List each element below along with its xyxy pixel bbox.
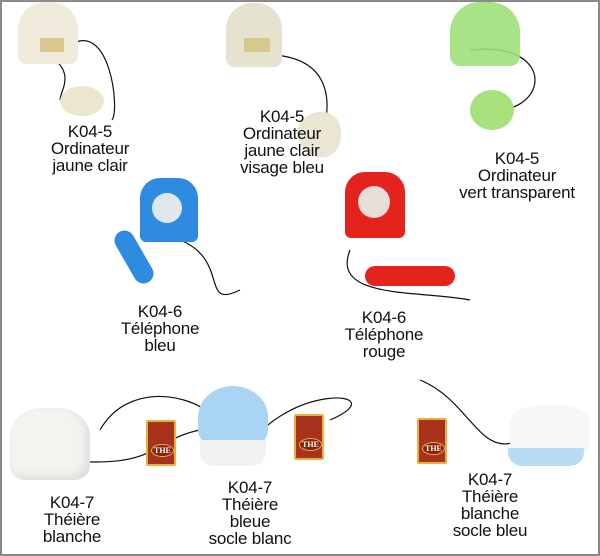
mouse-green-toy bbox=[470, 90, 514, 130]
teapot-blue-toy bbox=[198, 386, 268, 448]
telephone-dial bbox=[152, 193, 182, 223]
telephone-dial bbox=[358, 186, 390, 218]
teapot-white-toy bbox=[510, 405, 590, 451]
teapot-white-toy bbox=[10, 408, 90, 480]
computer-cream-blueface-toy bbox=[226, 3, 282, 67]
computer-keyboard bbox=[40, 38, 64, 52]
tea-box-icon: THE bbox=[294, 414, 324, 460]
computer-cream-toy bbox=[18, 2, 78, 64]
computer-green-toy bbox=[450, 2, 520, 66]
handset-red-toy bbox=[365, 266, 455, 286]
tea-box-icon: THE bbox=[417, 418, 447, 464]
tea-box-icon: THE bbox=[146, 420, 176, 466]
teapot-white-base bbox=[200, 440, 266, 466]
mouse-cream-toy bbox=[60, 86, 104, 116]
computer-keyboard bbox=[244, 38, 270, 52]
teapot-blue-base bbox=[508, 448, 584, 466]
